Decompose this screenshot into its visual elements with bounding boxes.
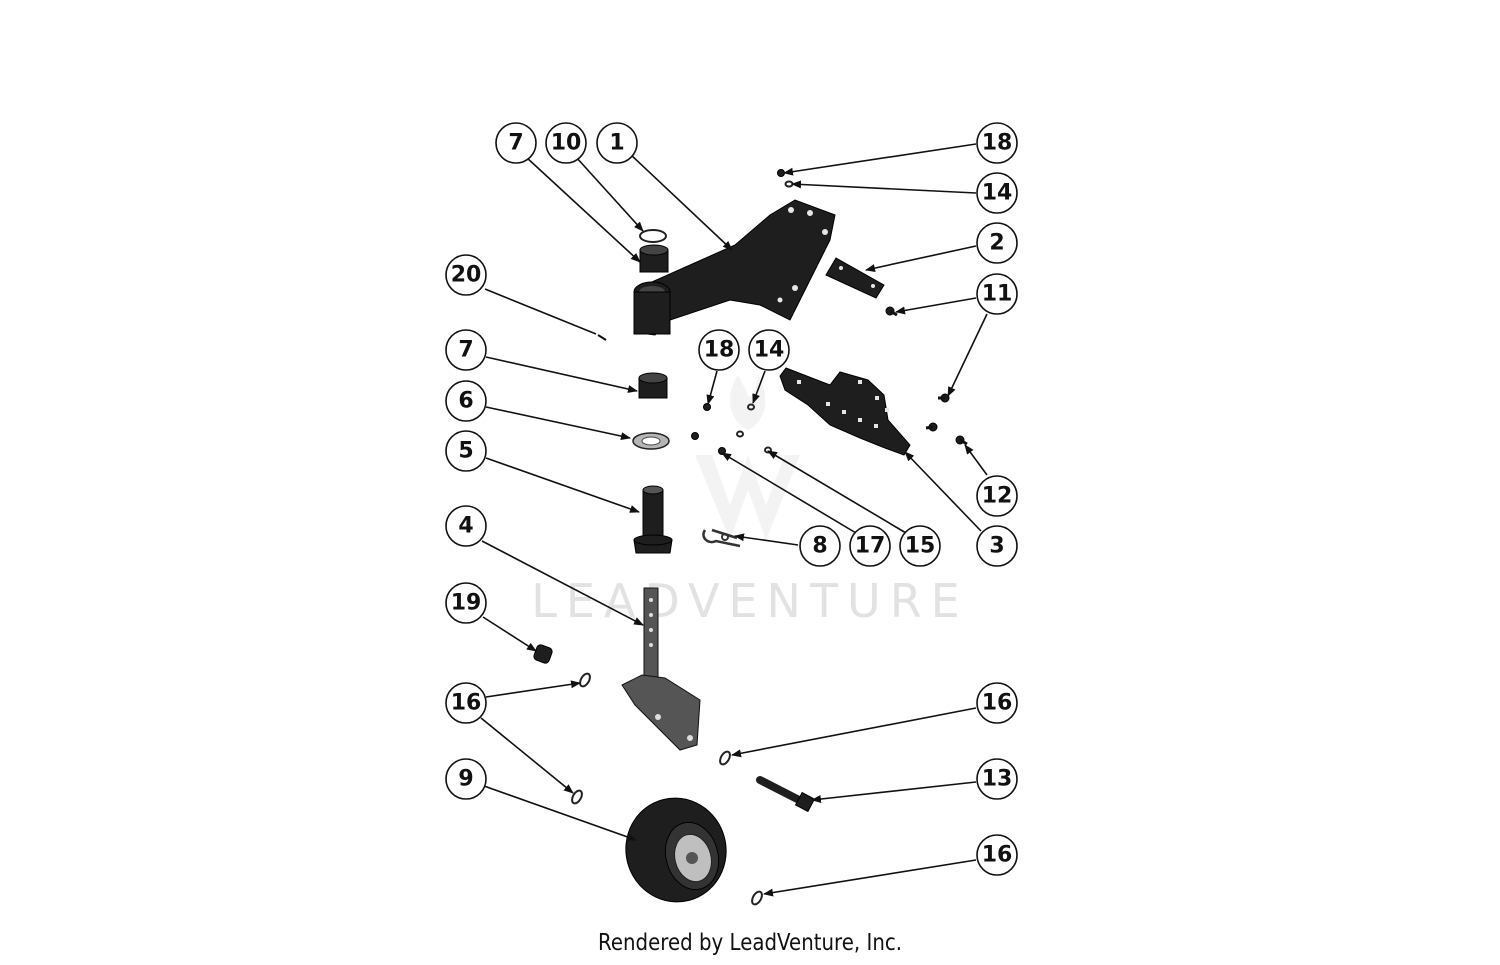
- callout-1: 1: [596, 122, 638, 164]
- callout-12: 12: [976, 475, 1018, 517]
- part-19-cap: [533, 644, 553, 664]
- svg-text:18: 18: [704, 338, 735, 363]
- svg-text:8: 8: [812, 534, 827, 559]
- svg-text:9: 9: [458, 767, 473, 792]
- callout-19: 19: [445, 582, 487, 624]
- callouts: 7 10 1 18 14 2 11 20 18 14 7 6 5 12 8 17…: [445, 122, 1018, 876]
- callout-17: 17: [849, 525, 891, 567]
- part-4-caster-fork: [621, 587, 701, 751]
- callout-14-top: 14: [976, 172, 1018, 214]
- part-13-axle-bolt: [756, 776, 816, 813]
- svg-text:5: 5: [458, 439, 473, 464]
- svg-text:14: 14: [982, 181, 1013, 206]
- callout-16-left: 16: [445, 682, 487, 724]
- callout-4: 4: [445, 505, 487, 547]
- callout-13: 13: [976, 758, 1018, 800]
- svg-text:15: 15: [905, 534, 936, 559]
- watermark-text: LEADVENTURE: [531, 574, 969, 628]
- svg-text:13: 13: [982, 767, 1013, 792]
- callout-11: 11: [976, 273, 1018, 315]
- part-7-upper-bushing: [639, 244, 669, 273]
- callout-16-right-lower: 16: [976, 834, 1018, 876]
- callout-16-right-upper: 16: [976, 682, 1018, 724]
- part-6-washer: [632, 432, 670, 450]
- callout-20: 20: [445, 254, 487, 296]
- part-10-ring: [639, 229, 667, 243]
- part-16-ring-d: [751, 890, 763, 906]
- svg-text:19: 19: [451, 591, 482, 616]
- callout-8: 8: [799, 525, 841, 567]
- callout-10: 10: [545, 122, 587, 164]
- part-16-ring-b: [571, 789, 583, 805]
- part-9-wheel: [625, 797, 727, 903]
- part-20-pin: [597, 334, 607, 341]
- svg-text:16: 16: [451, 691, 482, 716]
- part-2-plate: [825, 257, 885, 299]
- leader-lines: [480, 143, 988, 897]
- part-16-ring-c: [719, 750, 731, 766]
- callout-5: 5: [445, 430, 487, 472]
- svg-text:4: 4: [458, 514, 473, 539]
- watermark-logo-icon: [695, 375, 800, 540]
- callout-18-middle: 18: [698, 329, 740, 371]
- svg-text:1: 1: [609, 131, 624, 156]
- svg-text:3: 3: [989, 534, 1004, 559]
- svg-text:16: 16: [982, 691, 1013, 716]
- part-16-ring-a: [579, 672, 591, 688]
- svg-text:16: 16: [982, 843, 1013, 868]
- svg-text:7: 7: [508, 131, 523, 156]
- callout-7-lower: 7: [445, 329, 487, 371]
- part-5-spindle: [633, 485, 673, 554]
- svg-text:2: 2: [989, 231, 1004, 256]
- part-3-bracket: [779, 367, 911, 456]
- svg-text:14: 14: [754, 338, 785, 363]
- part-1-mounting-arm: [633, 199, 836, 336]
- part-8-hairpin: [702, 528, 741, 548]
- svg-text:10: 10: [551, 131, 582, 156]
- svg-text:17: 17: [855, 534, 886, 559]
- svg-text:18: 18: [982, 131, 1013, 156]
- callout-3: 3: [976, 525, 1018, 567]
- rendered-by-footer: Rendered by LeadVenture, Inc.: [597, 930, 903, 956]
- svg-text:12: 12: [982, 484, 1013, 509]
- callout-9: 9: [445, 758, 487, 800]
- callout-2: 2: [976, 222, 1018, 264]
- svg-text:7: 7: [458, 338, 473, 363]
- callout-14-middle: 14: [748, 329, 790, 371]
- svg-text:20: 20: [451, 263, 482, 288]
- svg-text:6: 6: [458, 389, 473, 414]
- part-7-lower-bushing: [638, 372, 668, 399]
- callout-7-upper: 7: [495, 122, 537, 164]
- callout-18-top: 18: [976, 122, 1018, 164]
- watermark: LEADVENTURE: [531, 375, 969, 628]
- callout-6: 6: [445, 380, 487, 422]
- callout-15: 15: [899, 525, 941, 567]
- hardware-bolts: [885, 306, 968, 446]
- svg-text:11: 11: [982, 282, 1013, 307]
